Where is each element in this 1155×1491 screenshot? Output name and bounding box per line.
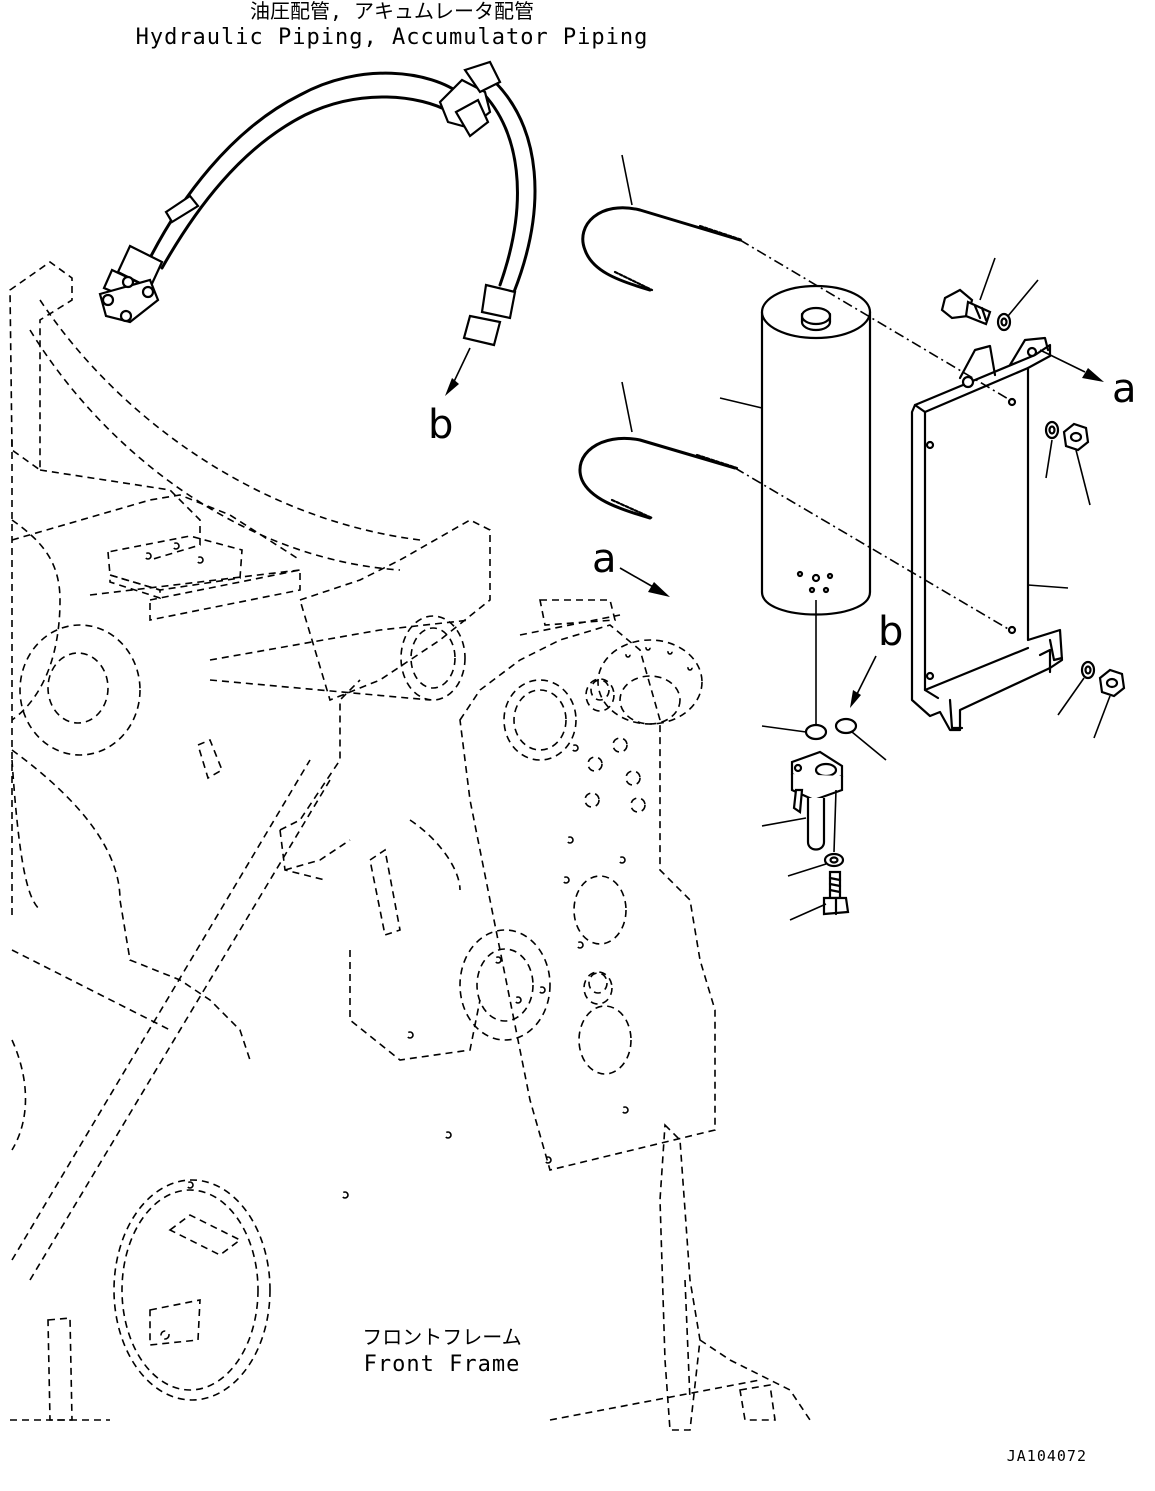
hydraulic-hose (98, 60, 537, 347)
washer-low (1080, 660, 1096, 680)
o-ring-left (804, 723, 828, 741)
bolt-top (940, 288, 992, 326)
mounting-bracket (910, 336, 1064, 732)
u-bolt-lower (578, 437, 739, 520)
washer-bottom (823, 852, 845, 868)
drawing-code: JA104072 (1007, 1447, 1087, 1465)
view-ref-a-bracket: a (1112, 366, 1137, 412)
nut-low (1098, 668, 1126, 698)
u-bolt-upper (581, 206, 744, 292)
title-english: Hydraulic Piping, Accumulator Piping (136, 25, 649, 50)
accumulator (760, 284, 872, 616)
nut-mid (1062, 422, 1090, 452)
bolt-bottom (822, 870, 850, 916)
front-frame (9, 261, 811, 1431)
view-ref-b-oring: b (878, 609, 903, 655)
washer-top (996, 312, 1012, 332)
frame-label-english: Front Frame (364, 1352, 521, 1377)
title-japanese: 油圧配管, アキュムレータ配管 (250, 0, 534, 23)
adapter-valve (790, 750, 844, 851)
o-ring-right (834, 717, 858, 735)
washer-mid (1044, 420, 1060, 440)
view-ref-a-frame: a (592, 536, 617, 582)
frame-label-japanese: フロントフレーム (362, 1325, 521, 1349)
view-ref-b-hose: b (428, 402, 453, 448)
